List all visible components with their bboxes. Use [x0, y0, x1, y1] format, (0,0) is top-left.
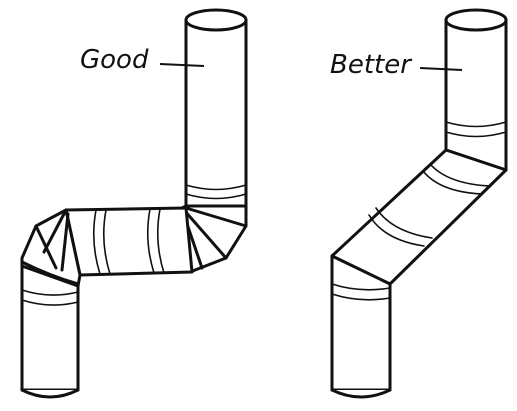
good-pipe-lower-section — [20, 264, 80, 399]
good-leader-line — [159, 63, 205, 67]
good-pipe: Good — [20, 8, 248, 399]
better-pipe-diagonal-section — [330, 148, 508, 286]
better-pipe-upper-section — [444, 8, 508, 172]
better-pipe-lower-section — [330, 254, 392, 399]
better-label-group: Better — [330, 50, 463, 80]
better-pipe: Better — [330, 8, 508, 399]
better-label: Better — [330, 50, 413, 80]
good-pipe-upper-section — [184, 8, 248, 210]
good-label-group: Good — [80, 45, 205, 75]
better-leader-line — [419, 67, 463, 71]
good-pipe-horizontal-section — [64, 206, 194, 277]
good-pipe-lower-elbow — [20, 208, 82, 288]
good-label: Good — [80, 45, 149, 75]
